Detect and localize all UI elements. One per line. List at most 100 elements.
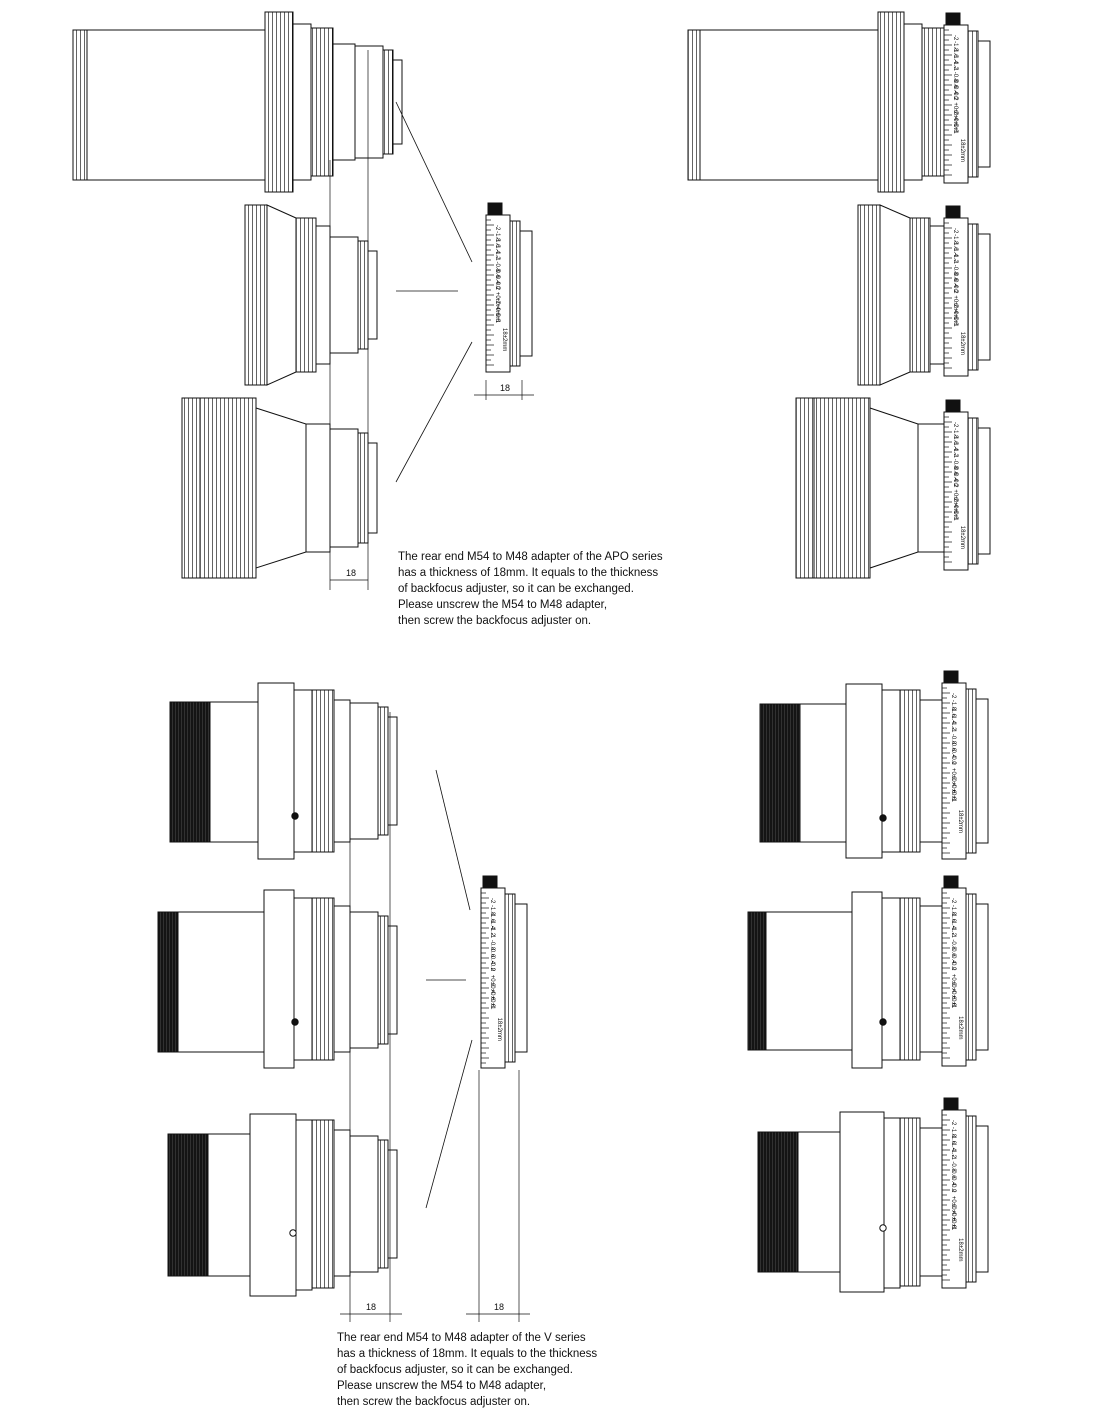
- scale-tick-label: 0: [950, 761, 956, 765]
- adapter-flange: [392, 59, 403, 145]
- apo-series-note: The rear end M54 to M48 adapter of the A…: [398, 549, 663, 629]
- scale-tick-label: +0.4: [950, 1203, 956, 1216]
- scale-tick-label: -0.2: [950, 1182, 956, 1193]
- scale-tick-label: -0.6: [950, 1168, 956, 1179]
- backfocus-adjuster: -2-1.8-1.6-1.4-1.2-1-0.8-0.6-0.4-0.20+0.…: [943, 205, 991, 377]
- mount-screw: [879, 1018, 887, 1026]
- apo-note-line-2: has a thickness of 18mm. It equals to th…: [398, 567, 659, 579]
- scale-tick-label: -2: [494, 225, 500, 231]
- adjuster-lock-knob: [943, 1097, 959, 1111]
- mount-screw: [291, 1018, 299, 1026]
- apo-note-line-1: The rear end M54 to M48 adapter of the A…: [398, 551, 663, 563]
- lens-body-segment: [293, 689, 313, 853]
- scale-tick-label: +0.2: [494, 292, 500, 305]
- knurled-ring: [295, 217, 317, 373]
- scale-tick-label: -0.2: [494, 280, 500, 291]
- scale-tick-label: -1: [950, 727, 956, 733]
- v-center-adjuster: -2-1.8-1.6-1.4-1.2-1-0.8-0.6-0.4-0.20+0.…: [480, 875, 528, 1069]
- adjuster-flange: [519, 230, 533, 357]
- scale-tick-label: -0.4: [952, 84, 958, 95]
- dark-rubber-grip: [169, 701, 211, 843]
- dimension-label-apo-stack: 18: [346, 568, 356, 578]
- backfocus-adjuster: -2-1.8-1.6-1.4-1.2-1-0.8-0.6-0.4-0.20+0.…: [943, 12, 991, 184]
- adjuster-lock-knob: [943, 670, 959, 684]
- adjuster-scale-ring: [941, 682, 967, 860]
- adjuster-scale-label: 18±2mm: [501, 328, 507, 351]
- adjuster-knurled-ring: [504, 893, 516, 1063]
- backfocus-adjuster: -2-1.8-1.6-1.4-1.2-1-0.8-0.6-0.4-0.20+0.…: [943, 399, 991, 571]
- scale-tick-label: +0.2: [952, 295, 958, 308]
- scale-tick-label: +0.8: [950, 788, 956, 801]
- m54-m48-adapter: [329, 428, 359, 548]
- scale-tick-label: +0.8: [950, 1217, 956, 1230]
- scale-tick-label: -0.2: [952, 283, 958, 294]
- focus-ring: [899, 689, 921, 853]
- lens-body-segment: [917, 423, 945, 553]
- focus-ring: [244, 204, 268, 386]
- apo-lens-2: [244, 204, 378, 386]
- scale-tick-label: -0.4: [950, 953, 956, 964]
- scale-tick-label: +0.6: [952, 502, 958, 515]
- adapter-knurled-ring: [377, 915, 389, 1045]
- scale-tick-label: +0.6: [952, 308, 958, 321]
- adjuster-lock-knob: [945, 399, 961, 413]
- scale-tick-label: +0.8: [952, 314, 958, 327]
- scale-tick-label: -0.4: [494, 274, 500, 285]
- v-lens-2-with-adjuster: [747, 891, 943, 1069]
- scale-tick-label: -0.8: [952, 265, 958, 276]
- lens-body-segment: [332, 43, 356, 161]
- scale-tick-label: +1: [952, 320, 958, 328]
- lens-body-segment: [881, 897, 901, 1061]
- v-lens-3: [167, 1113, 398, 1297]
- scale-tick-label: -1.4: [489, 919, 495, 930]
- scale-tick-label: -0.8: [950, 939, 956, 950]
- v-note-line-1: The rear end M54 to M48 adapter of the V…: [337, 1332, 586, 1344]
- scale-tick-label: +1: [950, 1223, 956, 1231]
- v-lens-2: [157, 889, 398, 1069]
- knurled-ring: [921, 27, 945, 177]
- adjuster-scale-ring: [943, 411, 969, 571]
- scale-tick-label: +0.4: [494, 298, 500, 311]
- scale-tick-label: -0.6: [950, 946, 956, 957]
- scale-tick-label: -2: [952, 422, 958, 428]
- scale-tick-label: -1.4: [952, 440, 958, 451]
- adapter-flange: [387, 716, 398, 826]
- scale-tick-label: 0: [952, 289, 958, 293]
- focus-ring: [264, 11, 294, 193]
- scale-tick-label: -1.2: [950, 926, 956, 937]
- dew-shield: [699, 29, 879, 181]
- lens-body-segment: [292, 23, 312, 181]
- focus-ring: [813, 397, 871, 579]
- knurled-ring: [909, 217, 931, 373]
- scale-tick-label: +1: [952, 127, 958, 135]
- scale-tick-label: -1: [950, 1154, 956, 1160]
- scale-tick-label: -2: [950, 898, 956, 904]
- scale-tick-label: +0.4: [952, 108, 958, 121]
- focus-ring: [857, 204, 881, 386]
- scale-tick-label: 0: [950, 967, 956, 971]
- scale-tick-label: 0: [952, 483, 958, 487]
- adapter-flange: [387, 1149, 398, 1259]
- adapter-knurled-ring: [382, 49, 394, 155]
- adjuster-knurled-ring: [965, 893, 977, 1061]
- lens-tube: [209, 701, 259, 843]
- scale-tick-label: 0: [952, 96, 958, 100]
- scale-tick-label: -1.2: [952, 252, 958, 263]
- scale-tick-label: +0.6: [950, 988, 956, 1001]
- adjuster-flange: [514, 903, 528, 1053]
- focus-ring: [311, 897, 335, 1061]
- scale-tick-label: -1.6: [950, 1134, 956, 1145]
- scale-tick-label: -1.6: [494, 237, 500, 248]
- apo-note-line-5: then screw the backfocus adjuster on.: [398, 615, 592, 627]
- adjuster-lock-knob: [482, 875, 498, 889]
- scale-tick-label: -2: [952, 35, 958, 41]
- apo-note-line-3: of backfocus adjuster, so it can be exch…: [398, 583, 634, 595]
- scale-tick-label: +0.8: [952, 121, 958, 134]
- adjuster-flange: [975, 903, 989, 1051]
- scale-tick-label: +0.2: [950, 1196, 956, 1209]
- adjuster-knurled-ring: [967, 417, 979, 565]
- dew-shield-knurl: [181, 397, 201, 579]
- lens-body-segment: [333, 699, 351, 843]
- focus-ring: [899, 1117, 921, 1287]
- scale-tick-label: -1.8: [950, 905, 956, 916]
